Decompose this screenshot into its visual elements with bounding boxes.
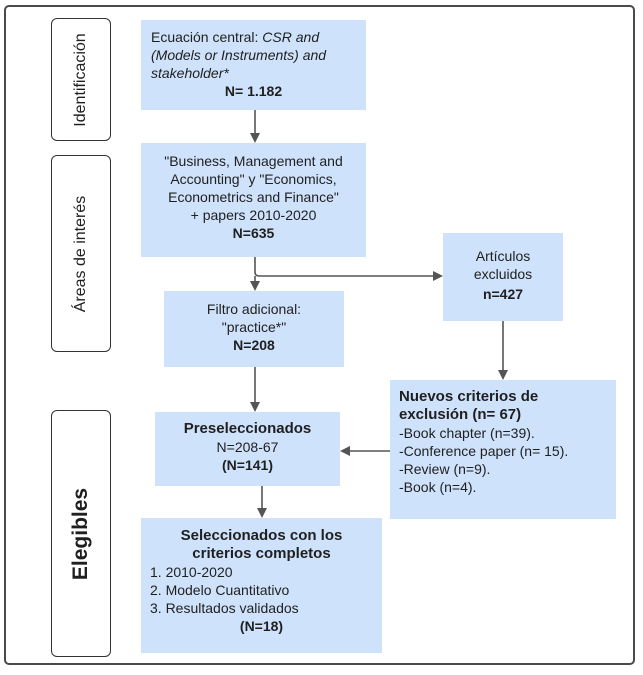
- box-new-exclusion-criteria: Nuevos criterios de exclusión (n= 67) -B…: [390, 380, 616, 519]
- selected-criterion: 1. 2010-2020: [150, 564, 233, 580]
- filter-count: N=208: [233, 337, 275, 353]
- query-line-2: (Models or Instruments) and: [151, 47, 327, 63]
- areas-line-4: + papers 2010-2020: [190, 207, 317, 223]
- areas-line-3: Econometrics and Finance": [168, 189, 339, 205]
- query-line-3: stakeholder*: [151, 65, 229, 81]
- selected-title-1: Seleccionados con los: [180, 527, 343, 544]
- query-line-1: CSR and: [262, 29, 320, 45]
- central-equation-count: N= 1.182: [224, 83, 283, 99]
- stage-elegibles: Elegibles: [51, 410, 111, 657]
- central-equation-label: Ecuación central:: [151, 29, 259, 45]
- exclusion-item: -Review (n=9).: [399, 461, 491, 477]
- excluded-line-2: excluidos: [473, 266, 533, 282]
- exclusion-title-1: Nuevos criterios de: [399, 388, 539, 405]
- preselected-formula: N=208-67: [216, 439, 279, 455]
- preselected-count: (N=141): [222, 457, 273, 473]
- exclusion-item: -Book chapter (n=39).: [399, 425, 535, 441]
- exclusion-item: -Conference paper (n= 15).: [399, 443, 569, 459]
- box-subject-areas: "Business, Management and Accounting" y …: [141, 143, 366, 257]
- box-central-equation: Ecuación central: CSR and (Models or Ins…: [141, 20, 366, 110]
- filter-line-2: "practice*": [221, 319, 287, 335]
- areas-count: N=635: [232, 225, 275, 241]
- selected-criterion: 2. Modelo Cuantitativo: [150, 582, 290, 598]
- box-preselected: Preseleccionados N=208-67 (N=141): [155, 412, 340, 486]
- stage-areas: Áreas de interés: [51, 155, 111, 352]
- arrow-areas-to-excluded: [254, 257, 443, 281]
- exclusion-title-2: exclusión (n= 67): [399, 406, 522, 423]
- selected-criterion: 3. Resultados validados: [150, 600, 299, 616]
- areas-line-1: "Business, Management and: [164, 153, 343, 169]
- box-additional-filter: Filtro adicional: "practice*" N=208: [164, 291, 344, 367]
- box-selected: Seleccionados con los criterios completo…: [141, 518, 382, 653]
- excluded-line-1: Artículos: [475, 248, 531, 264]
- exclusion-item: -Book (n=4).: [399, 479, 477, 495]
- diagram-frame: [4, 5, 635, 665]
- selected-title-2: criterios completos: [192, 545, 331, 562]
- box-excluded-articles: Artículos excluidos n=427: [443, 233, 563, 321]
- preselected-title: Preseleccionados: [183, 420, 312, 437]
- stage-identificacion: Identificación: [51, 18, 111, 141]
- filter-line-1: Filtro adicional:: [206, 301, 302, 317]
- selected-count: (N=18): [239, 618, 284, 634]
- areas-line-2: Accounting" y "Economics,: [170, 171, 337, 187]
- excluded-count: n=427: [482, 286, 524, 302]
